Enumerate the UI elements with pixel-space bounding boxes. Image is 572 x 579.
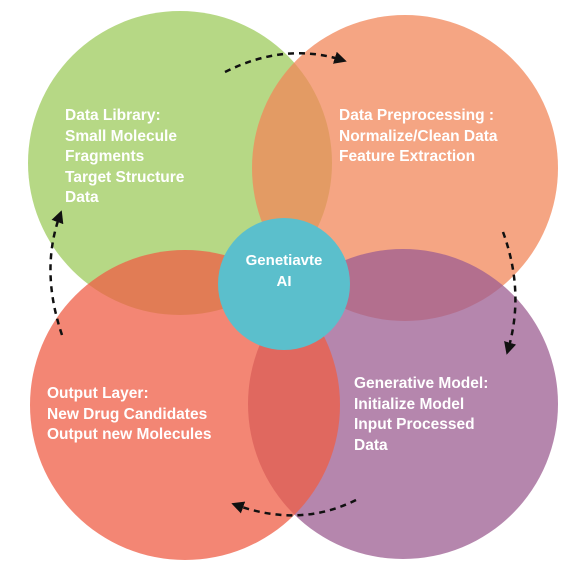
arrow-top — [224, 51, 347, 74]
data-library-line-4: Target Structure — [65, 168, 185, 186]
arrow-left — [49, 210, 64, 336]
data-library-line-5: Data — [65, 189, 99, 206]
data-library-line-1: Data Library: — [65, 107, 161, 124]
output-layer-line-3: Output new Molecules — [47, 426, 212, 443]
generative-model-line-4: Data — [354, 436, 388, 454]
data-preprocessing-label: Data Preprocessing : Normalize/Clean Dat… — [339, 106, 498, 168]
data-preprocessing-line-2: Normalize/Clean Data — [339, 127, 498, 145]
generative-model-line-1: Generative Model: — [354, 375, 489, 392]
center-label-line-2: AI — [276, 273, 292, 290]
data-preprocessing-line-3: Feature Extraction — [339, 148, 476, 165]
data-library-line-2: Small Molecule — [65, 127, 177, 145]
center-circle — [218, 218, 350, 350]
data-preprocessing-line-1: Data Preprocessing : — [339, 107, 495, 124]
center-label: Genetiavte AI — [220, 250, 348, 292]
output-layer-line-2: New Drug Candidates — [47, 405, 208, 423]
data-library-line-3: Fragments — [65, 148, 145, 165]
generative-model-label: Generative Model: Initialize Model Input… — [354, 374, 488, 456]
arrow-bottom — [231, 498, 357, 517]
generative-model-line-2: Initialize Model — [354, 395, 465, 413]
arrow-right — [501, 231, 517, 355]
output-layer-label: Output Layer: New Drug Candidates Output… — [47, 384, 211, 446]
center-label-line-1: Genetiavte — [245, 252, 323, 269]
data-library-label: Data Library: Small Molecule Fragments T… — [65, 106, 184, 209]
generative-model-line-3: Input Processed — [354, 416, 475, 433]
output-layer-line-1: Output Layer: — [47, 385, 149, 402]
